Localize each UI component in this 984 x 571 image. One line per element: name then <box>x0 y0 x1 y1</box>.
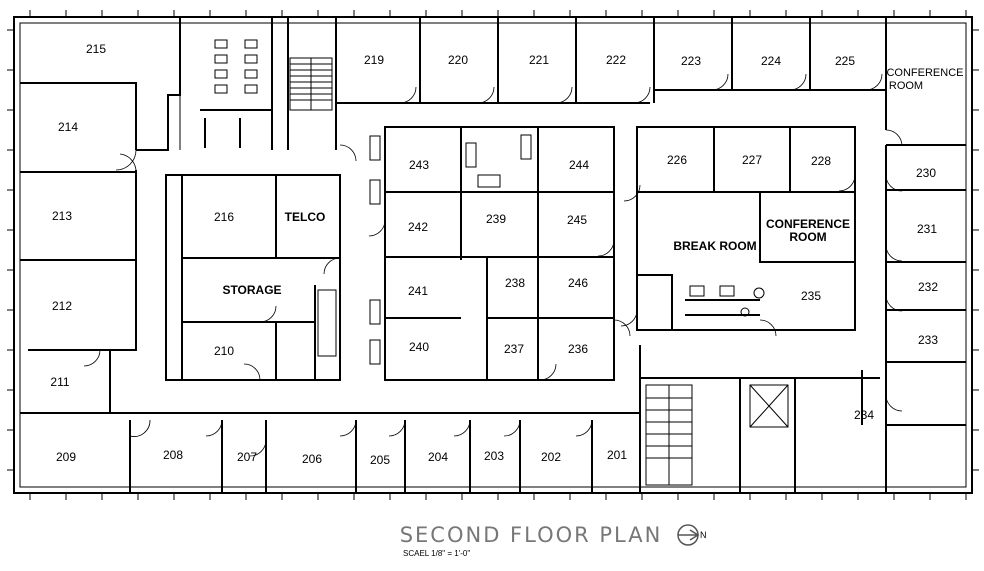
room-219-label: 219 <box>364 53 384 67</box>
center-block-middle <box>369 126 615 381</box>
room-221-label: 221 <box>529 53 549 67</box>
room-231-label: 231 <box>917 222 937 236</box>
room-230-label: 230 <box>916 166 936 180</box>
room-222-label: 222 <box>606 53 626 67</box>
room-223-label: 223 <box>681 54 701 68</box>
room-224-label: 224 <box>761 54 781 68</box>
center-block-left <box>165 174 341 381</box>
conference-room-2-label-line1: CONFERENCE <box>766 217 850 231</box>
room-210-label: 210 <box>214 344 234 358</box>
plan-title: SECOND FLOOR PLAN <box>400 523 663 547</box>
exterior-walls <box>7 10 979 500</box>
room-226-label: 226 <box>667 153 687 167</box>
north-arrow-letter: N <box>700 530 707 540</box>
door-swings <box>83 73 903 457</box>
top-row-walls <box>336 17 966 493</box>
conference-room-1-label-line2: ROOM <box>889 80 923 92</box>
room-207-label: 207 <box>237 450 257 464</box>
room-205-label: 205 <box>370 453 390 467</box>
restroom-core <box>179 17 337 150</box>
room-246-label: 246 <box>568 276 588 290</box>
bottom-row-walls <box>129 345 880 493</box>
room-209-label: 209 <box>56 450 76 464</box>
room-245-label: 245 <box>567 213 587 227</box>
conference-room-2-label-line2: ROOM <box>789 230 826 244</box>
room-236-label: 236 <box>568 342 588 356</box>
storage-label: STORAGE <box>222 283 281 297</box>
room-202-label: 202 <box>541 450 561 464</box>
north-arrow-icon: N <box>677 524 707 546</box>
room-216-label: 216 <box>214 210 234 224</box>
room-239-label: 239 <box>486 212 506 226</box>
room-labels: 215 214 213 212 211 209 208 207 206 205 … <box>50 42 963 467</box>
center-block-right <box>636 126 856 331</box>
room-240-label: 240 <box>409 340 429 354</box>
room-227-label: 227 <box>742 153 762 167</box>
room-215-label: 215 <box>86 42 106 56</box>
room-233-label: 233 <box>918 333 938 347</box>
room-242-label: 242 <box>408 220 428 234</box>
room-201-label: 201 <box>607 448 627 462</box>
room-228-label: 228 <box>811 154 831 168</box>
room-232-label: 232 <box>918 280 938 294</box>
room-203-label: 203 <box>484 449 504 463</box>
room-204-label: 204 <box>428 450 448 464</box>
room-244-label: 244 <box>569 158 589 172</box>
room-212-label: 212 <box>52 299 72 313</box>
left-wing-walls <box>20 17 640 414</box>
room-237-label: 237 <box>504 342 524 356</box>
room-243-label: 243 <box>409 158 429 172</box>
room-213-label: 213 <box>52 209 72 223</box>
room-241-label: 241 <box>408 284 428 298</box>
room-225-label: 225 <box>835 54 855 68</box>
scale-note: SCAEL 1/8" = 1'-0" <box>403 549 470 558</box>
telco-label: TELCO <box>285 210 326 224</box>
room-235-label: 235 <box>801 289 821 303</box>
room-234-label: 234 <box>854 408 874 422</box>
room-206-label: 206 <box>302 452 322 466</box>
break-room-label: BREAK ROOM <box>673 239 756 253</box>
room-214-label: 214 <box>58 120 78 134</box>
room-211-label: 211 <box>50 375 69 389</box>
room-208-label: 208 <box>163 448 183 462</box>
room-220-label: 220 <box>448 53 468 67</box>
conference-room-1-label-line1: CONFERENCE <box>886 67 963 79</box>
room-238-label: 238 <box>505 276 525 290</box>
